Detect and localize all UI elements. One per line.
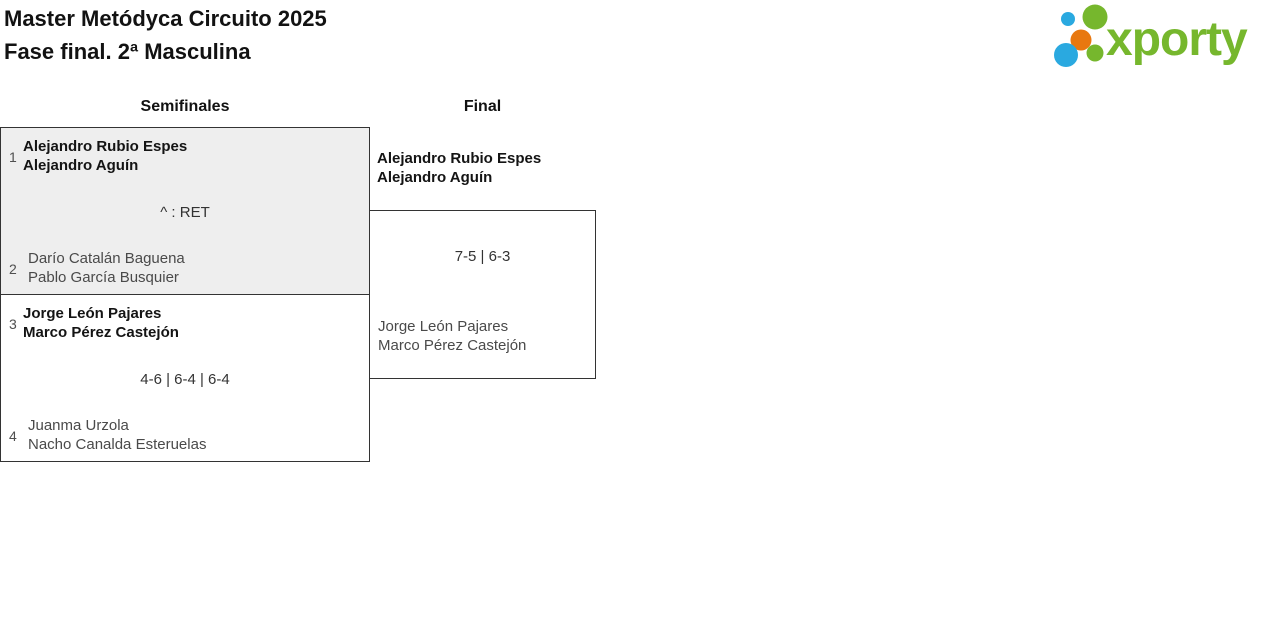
title-line-1: Master Metódyca Circuito 2025: [4, 6, 327, 31]
final-loser-team: Jorge León Pajares Marco Pérez Castejón: [378, 317, 526, 355]
player-name: Alejandro Aguín: [23, 157, 139, 174]
player-name: Alejandro Rubio Espes: [377, 150, 542, 167]
match-final: 7-5 | 6-3 Jorge León Pajares Marco Pérez…: [369, 210, 596, 379]
seed-number: 4: [9, 428, 17, 444]
match-score: 4-6 | 6-4 | 6-4: [140, 371, 230, 388]
player-name: Nacho Canalda Esteruelas: [28, 436, 207, 453]
match-semifinal-2: 3 Jorge León Pajares Marco Pérez Castejó…: [0, 294, 370, 462]
player-name: Pablo García Busquier: [28, 269, 179, 286]
player-name: Marco Pérez Castejón: [23, 324, 179, 341]
player-name: Juanma Urzola: [28, 417, 129, 434]
match-semifinal-1: 1 Alejandro Rubio Espes Alejandro Aguín …: [0, 127, 370, 295]
round-header-semifinales: Semifinales: [140, 98, 230, 115]
final-winner-team: Alejandro Rubio Espes Alejandro Aguín: [377, 149, 541, 187]
xporty-logo-text: xporty: [1106, 13, 1248, 66]
title-line-2: Fase final. 2ª Masculina: [4, 39, 251, 64]
player-name: Jorge León Pajares: [23, 305, 162, 322]
player-name: Jorge León Pajares: [378, 318, 509, 335]
seed-number: 1: [9, 149, 17, 165]
player-name: Alejandro Aguín: [377, 169, 493, 186]
player-name: Alejandro Rubio Espes: [23, 138, 188, 155]
round-header-final: Final: [463, 98, 502, 115]
seed-number: 2: [9, 261, 17, 277]
team-players: Darío Catalán Baguena Pablo García Busqu…: [28, 249, 185, 287]
match-score: 7-5 | 6-3: [454, 248, 511, 265]
seed-number: 3: [9, 316, 17, 332]
xporty-dots-icon: [1054, 4, 1108, 67]
team-players: Alejandro Rubio Espes Alejandro Aguín: [23, 137, 187, 175]
team-players: Juanma Urzola Nacho Canalda Esteruelas: [28, 416, 206, 454]
player-name: Marco Pérez Castejón: [378, 337, 527, 354]
match-score: ^ : RET: [160, 204, 210, 221]
team-players: Jorge León Pajares Marco Pérez Castejón: [23, 304, 179, 342]
player-name: Darío Catalán Baguena: [28, 250, 185, 267]
page-title: Master Metódyca Circuito 2025 Fase final…: [4, 2, 327, 68]
